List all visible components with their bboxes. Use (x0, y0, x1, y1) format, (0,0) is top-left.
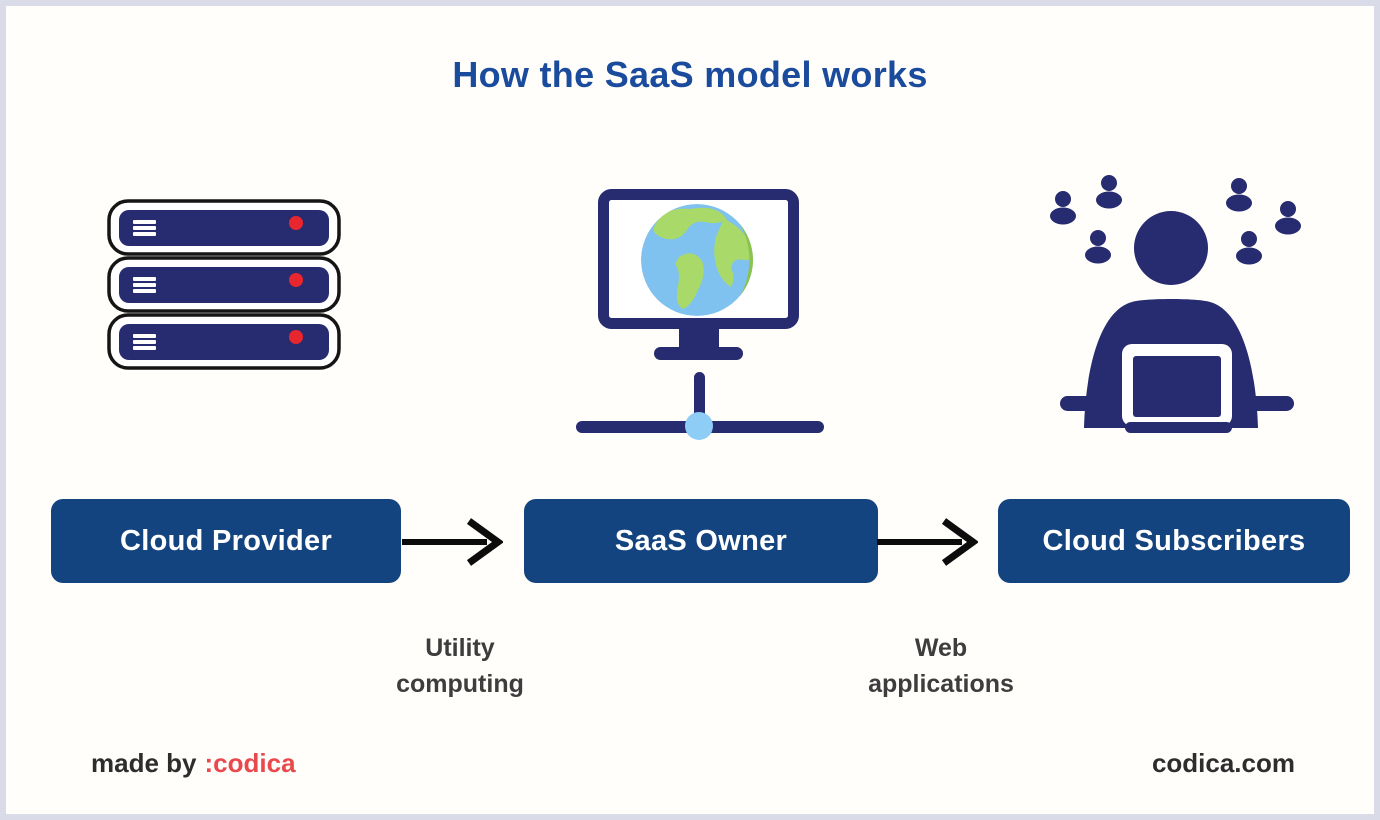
audience-user-icon (1085, 230, 1111, 264)
server-unit (107, 199, 341, 256)
monitor-globe-network-icon (576, 189, 824, 440)
connection-label-line: Utility (425, 634, 495, 662)
page-title: How the SaaS model works (452, 54, 928, 95)
server-unit (107, 256, 341, 313)
monitor-stand-base (654, 347, 743, 360)
globe-icon (641, 204, 753, 316)
server-led-dot (289, 330, 303, 344)
audience-user-icon (1050, 191, 1076, 225)
network-node-dot (685, 412, 713, 440)
audience-user-icon (1236, 231, 1262, 265)
person-head (1134, 211, 1208, 285)
network-drop-line (694, 372, 705, 425)
connection-label-line: computing (396, 670, 524, 698)
person-left-arm (1060, 396, 1124, 411)
audience-user-icon (1226, 178, 1252, 212)
connection-label-line: Web (914, 634, 968, 662)
connection-label-web-applications: Web applications (831, 630, 1051, 702)
connection-label-line: applications (868, 670, 1014, 698)
audience-user-icon (1275, 201, 1301, 235)
made-by-text: made by (91, 748, 197, 778)
codica-logo: :codica (204, 748, 296, 778)
monitor-stand-neck (679, 327, 719, 349)
flow-node-cloud-provider: Cloud Provider (51, 499, 401, 583)
node-label: SaaS Owner (614, 524, 788, 557)
node-label: Cloud Subscribers (1042, 524, 1306, 557)
user-at-laptop-with-audience-icon (1050, 175, 1301, 433)
right-arrow-icon (877, 518, 978, 566)
flow-node-cloud-subscribers: Cloud Subscribers (998, 499, 1350, 583)
flow-node-saas-owner: SaaS Owner (524, 499, 878, 583)
made-by-credit: made by:codica (91, 748, 296, 779)
laptop-base (1125, 422, 1232, 433)
laptop-screen (1133, 356, 1221, 417)
server-led-dot (289, 216, 303, 230)
website-url: codica.com (1151, 748, 1295, 778)
audience-user-icon (1096, 175, 1122, 209)
right-arrow-icon (402, 518, 503, 566)
server-unit (107, 313, 341, 370)
server-stack-icon (107, 199, 341, 370)
person-right-arm (1222, 396, 1294, 411)
server-led-dot (289, 273, 303, 287)
node-label: Cloud Provider (119, 524, 333, 557)
connection-label-utility-computing: Utility computing (350, 630, 570, 702)
